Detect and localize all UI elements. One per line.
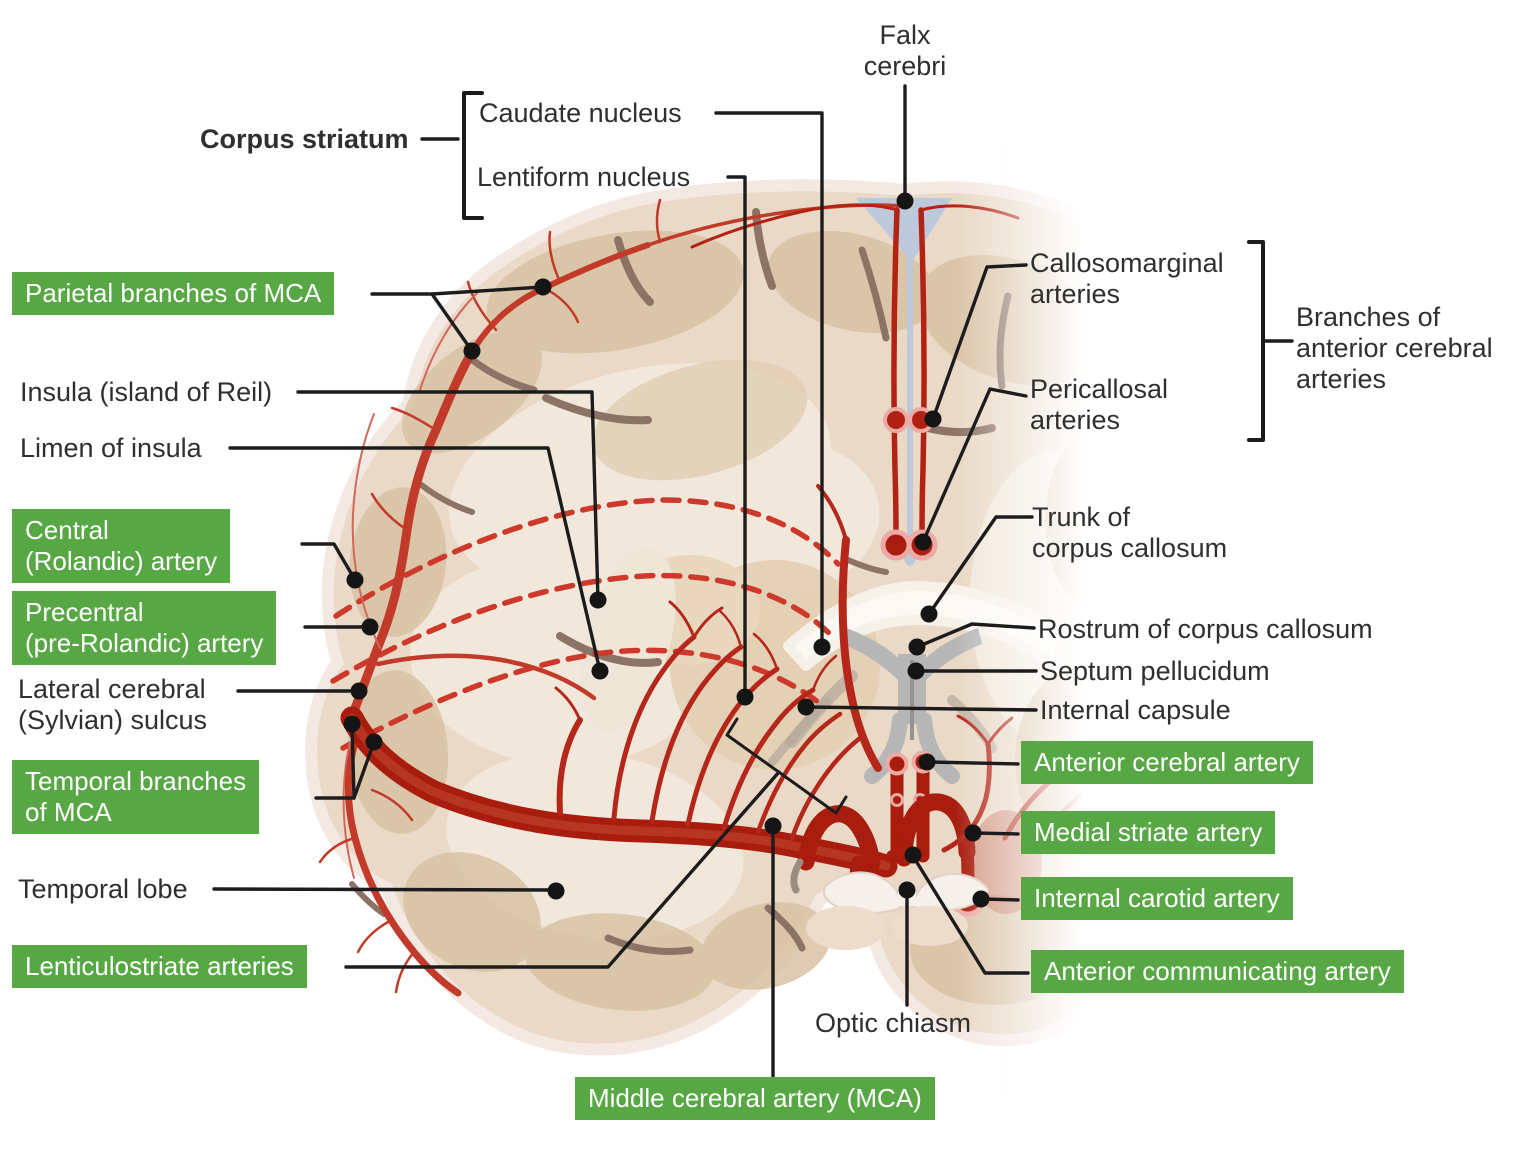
leader-anterior-communicating (911, 854, 1030, 975)
leader-anterior-cerebral (927, 760, 1020, 766)
mca-trunk-vessel (340, 706, 898, 878)
brain-illustration (305, 140, 1363, 1100)
leader-lenticulostriate (344, 770, 781, 969)
leader-callosomarginal (931, 263, 1028, 421)
leader-temporal-branches-2 (352, 740, 376, 800)
leader-limen-insula (228, 446, 602, 673)
leader-insula (296, 390, 600, 602)
leader-rostrum (915, 622, 1036, 649)
leader-internal-capsule (804, 705, 1038, 712)
temporal-branches-vessels (318, 720, 462, 997)
lenticulostriate-crossbar (725, 717, 848, 815)
leader-caudate-nucleus (714, 111, 824, 649)
fade-overlay-solid (1083, 140, 1363, 1100)
leader-lentiform-nucleus (726, 175, 747, 699)
lenticulostriate-vessels (554, 600, 1088, 852)
leader-parietal-branches-2 (430, 292, 474, 353)
dashed-artery-courses (330, 497, 841, 751)
leader-pericallosal (921, 387, 1028, 544)
annotation-dots (343, 192, 990, 908)
annotation-leaders (212, 84, 1294, 1078)
leader-trunk-corpus-callosum (927, 515, 1034, 616)
leader-temporal-lobe (212, 887, 556, 892)
leader-medial-striate (973, 831, 1020, 836)
corpus-striatum-bracket (462, 91, 484, 220)
leader-central-artery (300, 542, 357, 582)
callosomarginal-artery-sections (883, 407, 934, 433)
